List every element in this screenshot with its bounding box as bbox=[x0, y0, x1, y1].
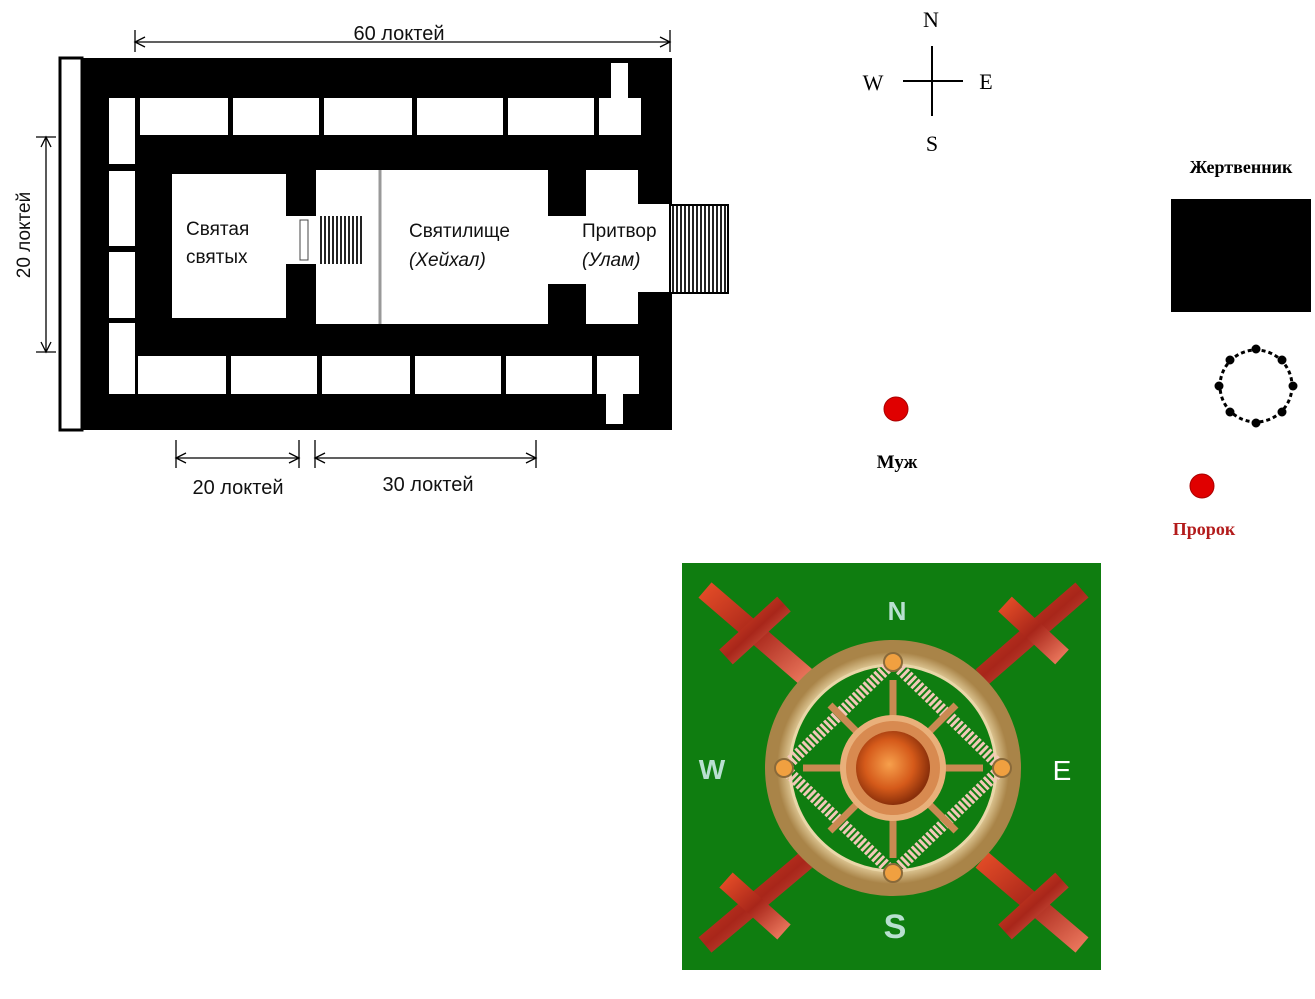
compass-s: S bbox=[926, 131, 938, 156]
circle-of-figures bbox=[1214, 344, 1298, 428]
wheel-e: E bbox=[1053, 755, 1072, 786]
compass-w: W bbox=[863, 70, 884, 95]
cross-ne bbox=[975, 582, 1089, 685]
dim-left-label: 20 локтей bbox=[14, 192, 35, 278]
dim-bottom-right-label: 30 локтей bbox=[382, 474, 473, 496]
dim-top-label: 60 локтей bbox=[353, 23, 444, 45]
hub-core bbox=[856, 731, 930, 805]
temple-plan: Святая святых Святилище (Хейхал) Притвор… bbox=[14, 23, 729, 499]
compass-e: E bbox=[979, 69, 992, 94]
man-label: Муж bbox=[877, 452, 918, 473]
wing-diamond bbox=[775, 653, 1011, 882]
porch-room bbox=[586, 170, 638, 324]
holy-of-holies-room bbox=[172, 174, 286, 318]
altar-label: Жертвенник bbox=[1190, 157, 1293, 177]
sanctuary-alt-label: (Хейхал) bbox=[409, 250, 486, 271]
inner-steps bbox=[318, 216, 364, 264]
wheel-diagram: N S W E bbox=[682, 563, 1101, 970]
living-creatures bbox=[774, 652, 1012, 883]
compass-n: N bbox=[923, 7, 939, 32]
wheel-s: S bbox=[884, 908, 907, 946]
altar-block bbox=[1171, 199, 1311, 312]
sanctuary-label: Святилище bbox=[409, 221, 510, 242]
side-chambers-bottom bbox=[138, 356, 639, 424]
wheel-w: W bbox=[699, 754, 726, 785]
porch-alt-label: (Улам) bbox=[582, 250, 640, 271]
holy-of-holies-label-2: святых bbox=[186, 247, 248, 268]
porch-label: Притвор bbox=[582, 221, 657, 242]
wheel-n: N bbox=[888, 596, 907, 626]
prophet-marker bbox=[1189, 473, 1215, 499]
dimension-top bbox=[133, 30, 672, 52]
dimension-bottom-left bbox=[174, 440, 301, 468]
outer-steps bbox=[669, 204, 729, 294]
west-wall-strip bbox=[58, 56, 84, 432]
holy-of-holies-label-1: Святая bbox=[186, 219, 249, 240]
man-marker bbox=[883, 396, 909, 422]
cross-sw bbox=[698, 852, 813, 953]
cross-nw bbox=[698, 582, 813, 685]
dim-bottom-left-label: 20 локтей bbox=[192, 477, 283, 499]
side-chambers-top bbox=[140, 63, 641, 135]
cross-se bbox=[975, 852, 1089, 953]
compass-rose: N S W E bbox=[863, 7, 993, 156]
dimension-bottom-right bbox=[313, 440, 538, 468]
dimension-left bbox=[36, 135, 56, 354]
side-chambers-west bbox=[109, 98, 135, 394]
prophet-label: Пророк bbox=[1173, 519, 1236, 539]
